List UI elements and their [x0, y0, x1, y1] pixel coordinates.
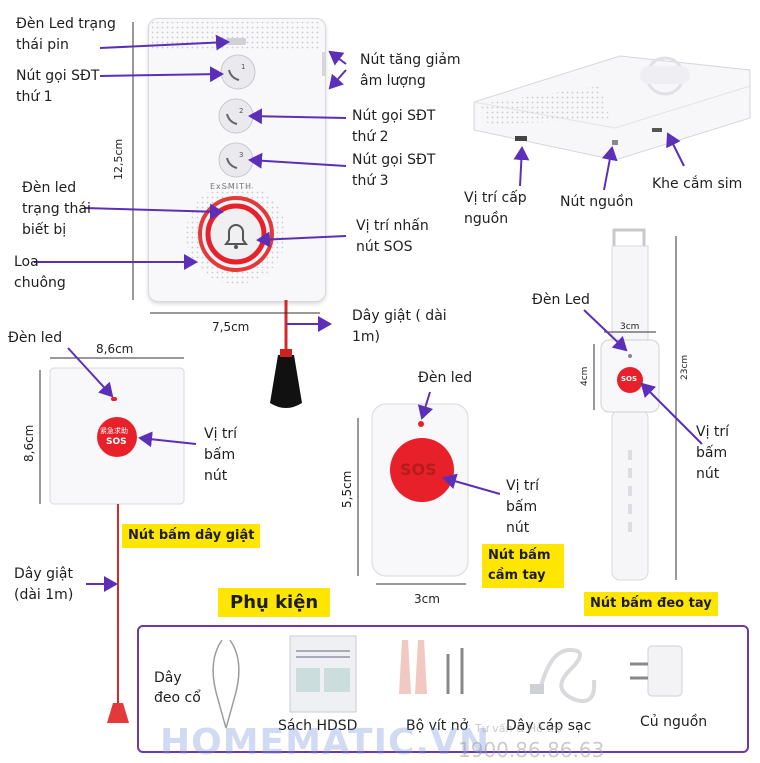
- pull-cord-button: [49, 367, 185, 505]
- volume-keys: [322, 52, 326, 76]
- manual-icon: [289, 635, 357, 713]
- back-view-device: [473, 55, 751, 161]
- sos-press-label: Vị trí nhấn nút SOS: [356, 218, 429, 255]
- pull-button-width-dim: 8,6cm: [96, 342, 134, 356]
- pull-cord-label: Dây giật ( dài 1m): [352, 308, 447, 345]
- call-button-1: 1: [220, 54, 256, 90]
- pull-button-tag: Nút bấm dây giật: [122, 524, 261, 548]
- pull-button-cn-text: 紧急求助: [100, 427, 128, 435]
- speaker-grille-top: [152, 22, 320, 50]
- pull-cord-length-label: Dây giật (dài 1m): [14, 566, 74, 603]
- speaker-label: Loa chuông: [14, 254, 66, 291]
- main-width-dim: 7,5cm: [212, 320, 250, 334]
- accessories-frame: [137, 625, 749, 753]
- battery-led: [226, 38, 246, 45]
- watermark-hotline-label: Tư vấn & Hỗ trợ: [475, 722, 563, 735]
- wrist-button: [600, 228, 660, 581]
- sos-press-button: [205, 203, 267, 265]
- wrist-length-dim: 23cm: [680, 354, 690, 380]
- bell-icon: [224, 224, 248, 245]
- handheld-width-dim: 3cm: [414, 592, 440, 606]
- handheld-tag: Nút bấm cầm tay: [482, 544, 564, 588]
- wrist-led-label: Đèn Led: [532, 292, 590, 308]
- cable-label: Dây cáp sạc: [506, 718, 592, 734]
- main-height-dim: 12,5cm: [112, 138, 125, 180]
- adapter-label: Củ nguồn: [640, 714, 708, 730]
- svg-text:2: 2: [239, 107, 243, 115]
- handheld-button: [371, 403, 469, 577]
- handheld-sos-text: SOS: [400, 460, 437, 479]
- wrist-width-dim: 3cm: [620, 322, 640, 332]
- power-button-label: Nút nguồn: [560, 194, 634, 210]
- brand-logo: ExSMITH: [210, 182, 253, 191]
- wrist-height-dim: 4cm: [580, 366, 590, 386]
- call-2-label: Nút gọi SĐT thứ 2: [352, 108, 436, 145]
- call-button-3: 3: [218, 142, 254, 178]
- wrist-press-label: Vị trí bấm nút: [696, 424, 730, 482]
- call-3-label: Nút gọi SĐT thứ 3: [352, 152, 436, 189]
- screws-icon: [399, 640, 464, 694]
- sim-slot-label: Khe cắm sim: [652, 176, 743, 192]
- pull-button-sos-text: SOS: [106, 437, 127, 447]
- wrist-sos-text: SOS: [621, 375, 638, 383]
- cable-icon: [530, 647, 597, 703]
- pull-button-led-label: Đèn led: [8, 330, 63, 346]
- status-led-label: Đèn led trạng thái biết bị: [22, 180, 91, 238]
- pull-cord-weight: [270, 355, 302, 408]
- volume-label: Nút tăng giảm âm lượng: [360, 52, 461, 89]
- handheld-height-dim: 5,5cm: [340, 470, 354, 508]
- cord-end-weight: [107, 703, 129, 723]
- handheld-press-label: Vị trí bấm nút: [506, 478, 540, 536]
- watermark-phone: 1900.86.86.63: [458, 738, 605, 762]
- wrist-tag: Nút bấm đeo tay: [584, 592, 718, 616]
- call-1-label: Nút gọi SĐT thứ 1: [16, 68, 100, 105]
- svg-text:1: 1: [241, 63, 245, 71]
- handheld-led-label: Đèn led: [418, 370, 473, 386]
- power-input-label: Vị trí cấp nguồn: [464, 190, 527, 227]
- screws-label: Bộ vít nở: [406, 718, 469, 734]
- battery-led-label: Đèn Led trạng thái pin: [16, 16, 116, 53]
- svg-text:3: 3: [239, 151, 243, 159]
- accessories-title: Phụ kiện: [218, 588, 331, 617]
- watermark-brand: HOMEMATIC.VN: [160, 722, 491, 763]
- call-button-2: 2: [218, 98, 254, 134]
- manual-label: Sách HDSD: [278, 718, 358, 734]
- pull-button-height-dim: 8,6cm: [22, 424, 36, 462]
- lanyard-icon: [212, 639, 240, 729]
- pull-button-press-label: Vị trí bấm nút: [204, 426, 238, 484]
- lanyard-label: Dây đeo cổ: [154, 670, 201, 706]
- adapter-icon: [630, 645, 683, 697]
